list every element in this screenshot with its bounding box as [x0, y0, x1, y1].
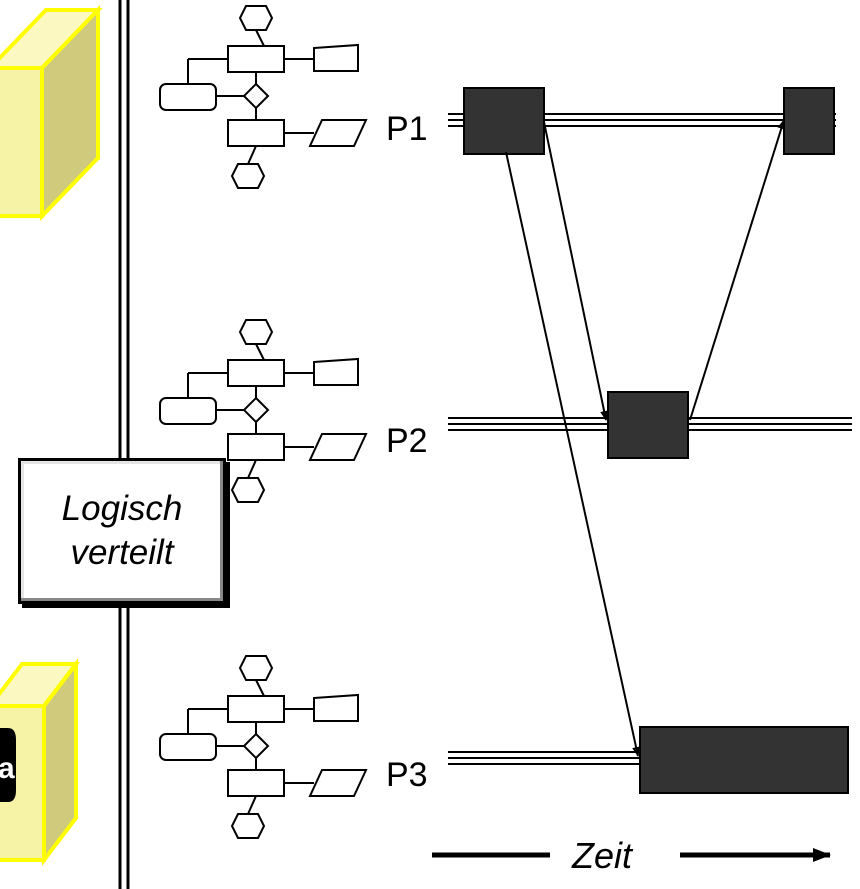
callout-line-1: Logisch: [61, 489, 183, 528]
process-label-p2: P2: [386, 422, 428, 460]
timeline-p3: [448, 751, 640, 765]
callout-line-2: verteilt: [70, 533, 174, 572]
activity-block-p3: [639, 726, 849, 794]
cube-icon-top: [0, 5, 103, 221]
activity-block-p1-end: [783, 87, 835, 155]
cube-icon-bottom: a: [0, 658, 81, 866]
message-arrow-p1-to-p3: [505, 151, 640, 757]
activity-block-p1-start: [463, 87, 545, 155]
process-label-p3: P3: [386, 756, 428, 794]
message-arrow-p2-to-p1: [689, 119, 786, 421]
vertical-divider: [118, 0, 130, 889]
time-axis-label: Zeit: [571, 835, 634, 876]
logically-distributed-callout: Logisch verteilt: [18, 458, 226, 604]
message-arrow-p1-to-p2: [543, 121, 609, 421]
svg-text:a: a: [0, 752, 15, 785]
flowchart-icon-p3: [159, 655, 367, 839]
flowchart-icon-p1: [159, 5, 367, 189]
process-label-p1: P1: [386, 110, 428, 148]
activity-block-p2: [607, 391, 689, 459]
